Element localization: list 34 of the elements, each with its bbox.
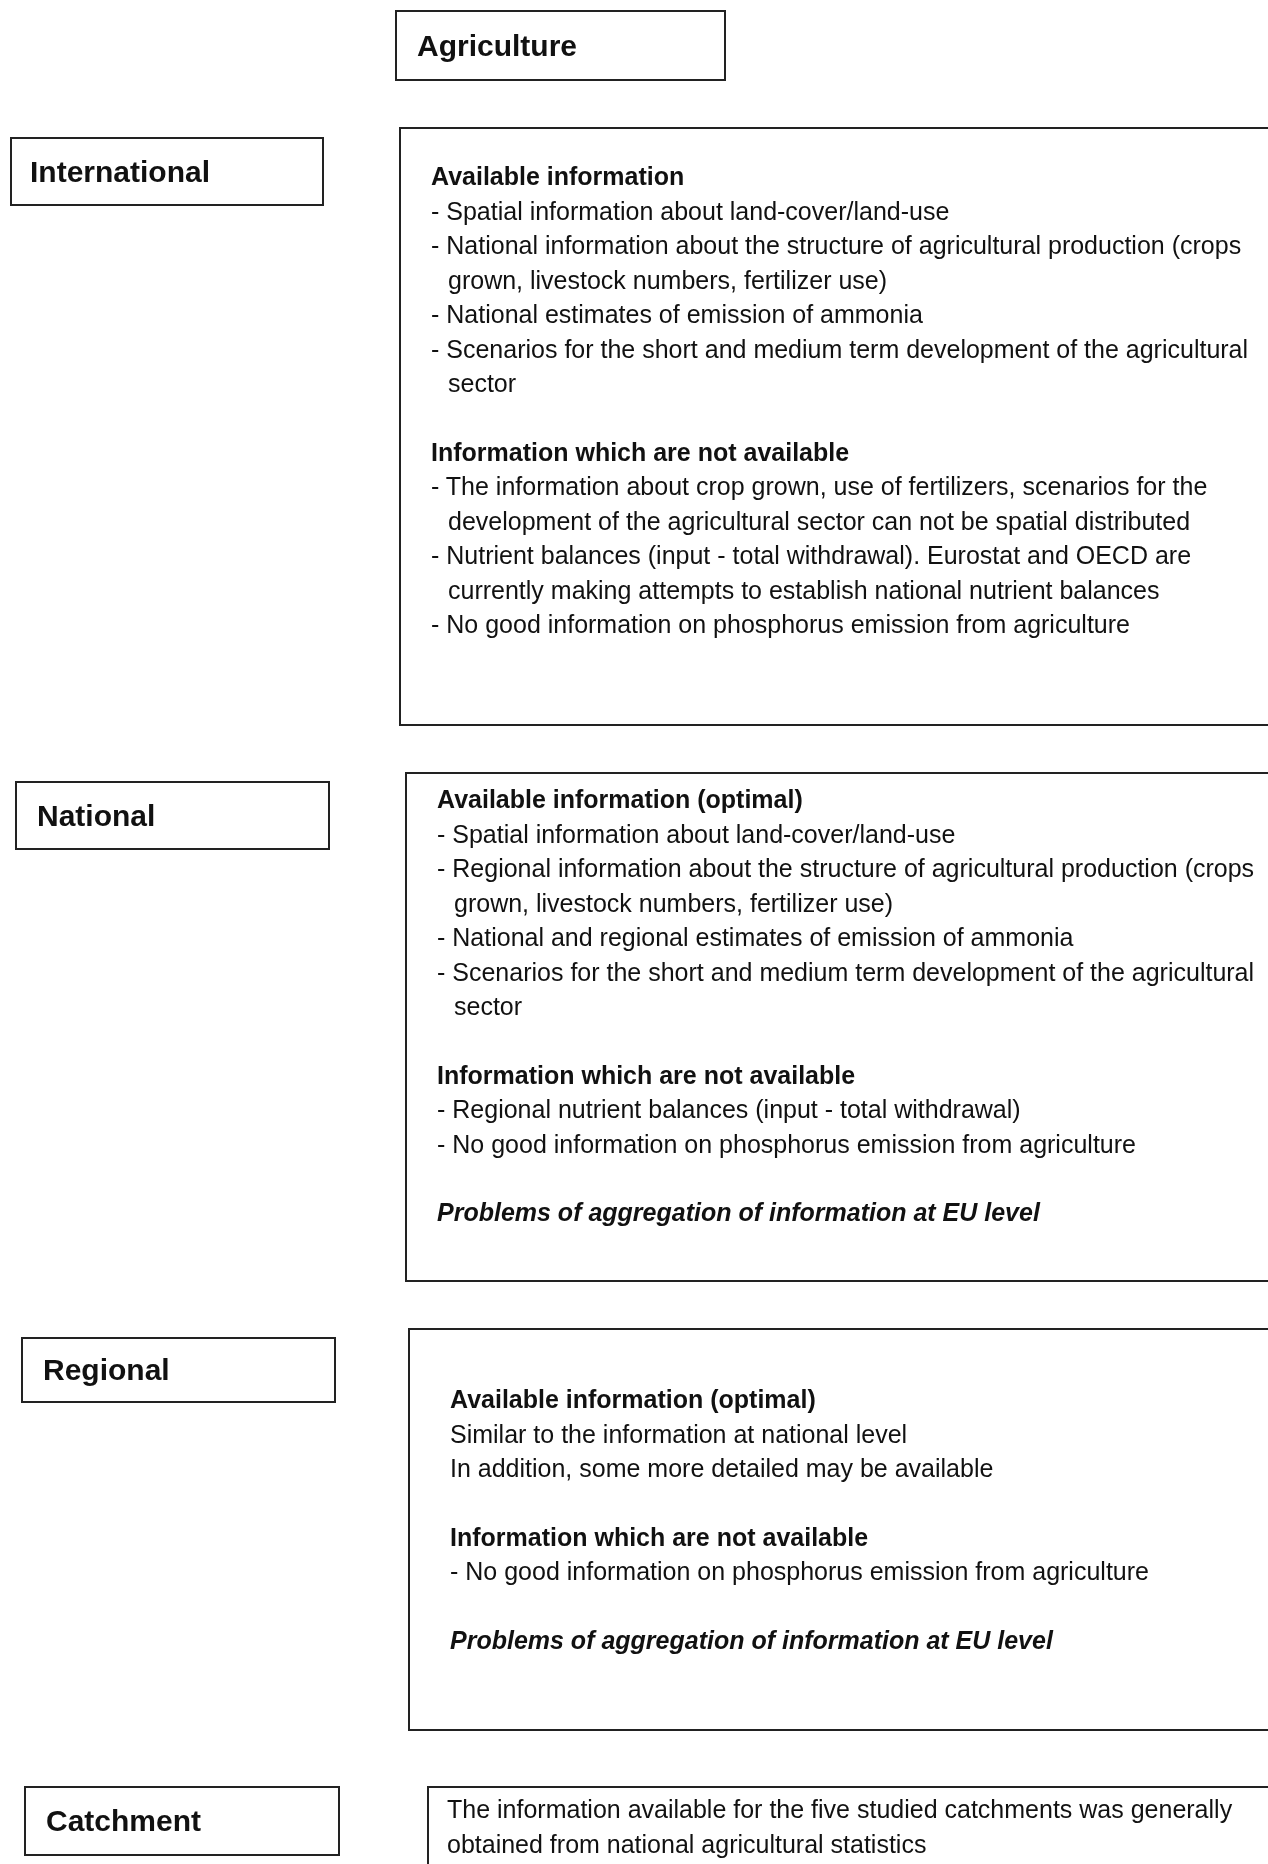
info-box — [427, 1786, 1268, 1864]
note-text: Problems of aggregation of information at EU level — [437, 1197, 1042, 1228]
section-heading: Information which are not available — [431, 436, 851, 468]
bullet-item: - National information about the structure of agricultural production (crops grown, livestock numbers, fertilizer use) — [431, 230, 1243, 296]
info-box — [405, 772, 1268, 1282]
bullet-item: - National and regional estimates of emission of ammonia — [437, 922, 1075, 953]
bullet-item: - No good information on phosphorus emission from agriculture — [437, 1128, 1137, 1160]
section-heading: Available information — [431, 161, 686, 192]
bullet-item: - Spatial information about land-cover/land-use — [431, 195, 951, 227]
level-box: International — [10, 137, 324, 206]
section-heading: Available information (optimal) — [437, 784, 804, 815]
level-box: National — [15, 781, 330, 850]
section-heading: Information which are not available — [450, 1521, 870, 1553]
section-heading: Information which are not available — [437, 1059, 857, 1091]
info-box — [399, 127, 1268, 726]
bullet-item: - Scenarios for the short and medium term development of the agricultural sector — [437, 956, 1256, 1022]
level-box: Regional — [21, 1337, 336, 1403]
level-box: Agriculture — [395, 10, 726, 81]
bullet-item: - Scenarios for the short and medium term development of the agricultural sector — [431, 333, 1250, 399]
info-box — [408, 1328, 1268, 1731]
bullet-item: - Nutrient balances (input - total withdrawal). Eurostat and OECD are currently making attempts to establish national nutrient balances — [431, 540, 1193, 606]
info-text: In addition, some more detailed may be available — [450, 1453, 995, 1484]
bullet-item: - Regional nutrient balances (input - total withdrawal) — [437, 1094, 1022, 1125]
note-text: Problems of aggregation of information at EU level — [450, 1624, 1055, 1656]
level-box: Catchment — [24, 1786, 340, 1856]
info-text: Similar to the information at national level — [450, 1418, 909, 1450]
bullet-item: - Spatial information about land-cover/land-use — [437, 818, 957, 850]
section-heading: Available information (optimal) — [450, 1384, 817, 1415]
bullet-item: - No good information on phosphorus emission from agriculture — [450, 1556, 1150, 1587]
info-text: The information available for the five studied catchments was generally obtained from national agricultural statistics — [447, 1794, 1234, 1860]
bullet-item: - Regional information about the structure of agricultural production (crops grown, livestock numbers, fertilizer use) — [437, 853, 1256, 919]
bullet-item: - The information about crop grown, use of fertilizers, scenarios for the development of the agricultural sector can not be spatial distributed — [431, 471, 1209, 537]
bullet-item: - No good information on phosphorus emission from agriculture — [431, 609, 1131, 640]
bullet-item: - National estimates of emission of ammonia — [431, 299, 924, 330]
